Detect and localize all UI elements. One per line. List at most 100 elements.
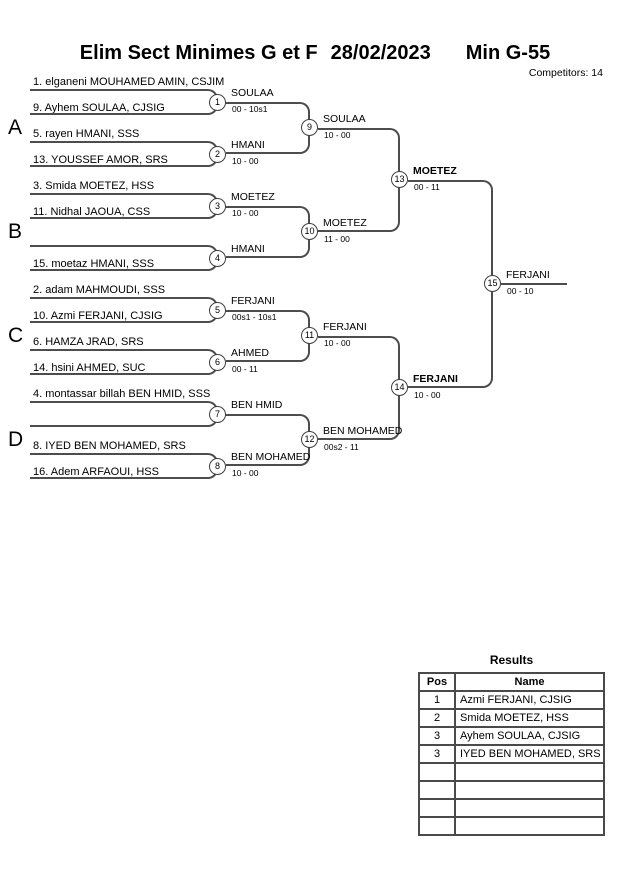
match-4-winner: HMANI (231, 243, 265, 255)
match-1-connector (30, 89, 218, 115)
match-5-score: 00s1 - 10s1 (232, 312, 277, 322)
group-label-a: A (8, 116, 23, 139)
result-pos (418, 762, 456, 782)
result-pos (418, 780, 456, 800)
bracket-entry: 3. Smida MOETEZ, HSS (33, 180, 155, 192)
match-12-score: 00s2 - 11 (324, 442, 359, 452)
bracket-entry: 4. montassar billah BEN HMID, SSS (33, 388, 211, 400)
match-9-node: 9 (301, 119, 318, 136)
match-3-score: 10 - 00 (232, 208, 259, 218)
results-row: 3 Ayhem SOULAA, CJSIG (418, 726, 605, 746)
bracket-entry: 6. HAMZA JRAD, SRS (33, 336, 144, 348)
match-8-score: 10 - 00 (232, 468, 259, 478)
match-6-node: 6 (209, 354, 226, 371)
page-title: Elim Sect Minimes G et F (79, 42, 318, 64)
match-9-winner: SOULAA (323, 113, 366, 125)
results-row: 1 Azmi FERJANI, CJSIG (418, 690, 605, 710)
match-3-node: 3 (209, 198, 226, 215)
match-14-winner: FERJANI (413, 373, 458, 385)
results-title: Results (489, 653, 534, 667)
result-name (454, 780, 605, 800)
match-12-node: 12 (301, 431, 318, 448)
match-15-node: 15 (484, 275, 501, 292)
match-2-winner: HMANI (231, 139, 265, 151)
match-11-node: 11 (301, 327, 318, 344)
match-11-score: 10 - 00 (324, 338, 351, 348)
match-4-node: 4 (209, 250, 226, 267)
bracket-entry: 1. elganeni MOUHAMED AMIN, CSJIM (33, 76, 225, 88)
weight-category: Min G-55 (465, 42, 551, 64)
match-10-score: 11 - 00 (324, 234, 350, 244)
result-pos: 3 (418, 726, 456, 746)
results-col-pos: Pos (418, 672, 456, 692)
match-1-node: 1 (209, 94, 226, 111)
result-pos: 2 (418, 708, 456, 728)
results-row (418, 816, 605, 836)
results-row (418, 762, 605, 782)
match-15-connector (408, 180, 493, 388)
bracket-entry: 9. Ayhem SOULAA, CJSIG (33, 102, 165, 114)
champion-line (501, 283, 567, 285)
match-1-winner: SOULAA (231, 87, 274, 99)
match-5-node: 5 (209, 302, 226, 319)
match-8-winner: BEN MOHAMED (231, 451, 311, 463)
bracket-entry: 10. Azmi FERJANI, CJSIG (33, 310, 163, 322)
result-name: IYED BEN MOHAMED, SRS (454, 744, 605, 764)
match-7-winner: BEN HMID (231, 399, 283, 411)
result-name: Ayhem SOULAA, CJSIG (454, 726, 605, 746)
match-14-score: 10 - 00 (414, 390, 441, 400)
results-row (418, 780, 605, 800)
result-name: Azmi FERJANI, CJSIG (454, 690, 605, 710)
event-date: 28/02/2023 (330, 42, 431, 64)
results-row: 2 Smida MOETEZ, HSS (418, 708, 605, 728)
result-name: Smida MOETEZ, HSS (454, 708, 605, 728)
result-pos (418, 816, 456, 836)
result-pos: 3 (418, 744, 456, 764)
result-pos (418, 798, 456, 818)
match-10-winner: MOETEZ (323, 217, 367, 229)
group-label-c: C (8, 324, 24, 347)
match-8-node: 8 (209, 458, 226, 475)
results-header-row: Pos Name (418, 672, 605, 692)
match-6-score: 00 - 11 (232, 364, 258, 374)
bracket-entry: 13. YOUSSEF AMOR, SRS (33, 154, 168, 166)
group-label-d: D (8, 428, 24, 451)
bracket-entry: 16. Adem ARFAOUI, HSS (33, 466, 159, 478)
results-col-name: Name (454, 672, 605, 692)
match-14-node: 14 (391, 379, 408, 396)
match-9-score: 10 - 00 (324, 130, 351, 140)
match-11-winner: FERJANI (323, 321, 367, 333)
page-header: Elim Sect Minimes G et F 28/02/2023 Min … (0, 42, 630, 65)
result-pos: 1 (418, 690, 456, 710)
bracket-entry: 11. Nidhal JAOUA, CSS (33, 206, 151, 218)
results-row (418, 798, 605, 818)
bracket-entry: 8. IYED BEN MOHAMED, SRS (33, 440, 186, 452)
match-2-score: 10 - 00 (232, 156, 259, 166)
match-8-connector (30, 453, 218, 479)
bracket-entry: 15. moetaz HMANI, SSS (33, 258, 155, 270)
match-7-node: 7 (209, 406, 226, 423)
match-13-score: 00 - 11 (414, 182, 440, 192)
match-5-winner: FERJANI (231, 295, 275, 307)
match-13-winner: MOETEZ (413, 165, 457, 177)
results-table: Pos Name 1 Azmi FERJANI, CJSIG 2 Smida M… (418, 672, 605, 836)
match-4-connector (30, 245, 218, 271)
result-name (454, 762, 605, 782)
match-1-score: 00 - 10s1 (232, 104, 268, 114)
bracket-entry: 14. hsini AHMED, SUC (33, 362, 146, 374)
match-2-connector (30, 141, 218, 167)
match-15-winner: FERJANI (506, 269, 550, 281)
bracket-entry: 5. rayen HMANI, SSS (33, 128, 140, 140)
bracket-entry: 2. adam MAHMOUDI, SSS (33, 284, 166, 296)
match-2-node: 2 (209, 146, 226, 163)
match-15-score: 00 - 10 (507, 286, 534, 296)
match-3-winner: MOETEZ (231, 191, 275, 203)
group-label-b: B (8, 220, 23, 243)
result-name (454, 816, 605, 836)
result-name (454, 798, 605, 818)
match-6-winner: AHMED (231, 347, 269, 359)
match-7-connector (30, 401, 218, 427)
competitors-count: Competitors: 14 (528, 67, 603, 79)
match-5-connector (30, 297, 218, 323)
